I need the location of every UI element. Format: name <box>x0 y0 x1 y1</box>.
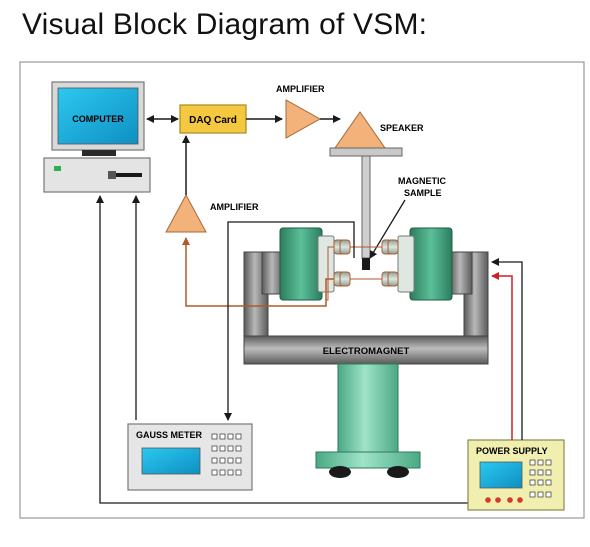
pickup-coils-left <box>333 239 351 287</box>
gauss-meter-display <box>141 447 201 475</box>
pole-left <box>279 227 323 301</box>
magnetic-sample-label-line1: MAGNETIC <box>398 176 446 186</box>
magnet-stand <box>315 363 421 478</box>
daq-card: DAQ Card <box>179 104 247 134</box>
output-amplifier: AMPLIFIER <box>276 84 325 139</box>
stand-base <box>315 451 421 469</box>
power-supply-black-line <box>491 258 523 440</box>
magnetic-sample-label-line2: SAMPLE <box>404 188 442 198</box>
pole-right <box>409 227 453 301</box>
input-amplifier-label: AMPLIFIER <box>210 202 259 212</box>
computer-screen <box>57 87 139 145</box>
power-supply-knobs <box>485 497 523 503</box>
input-amplifier: AMPLIFIER <box>165 193 259 233</box>
sample-rod-crossbar <box>329 147 403 157</box>
power-supply: POWER SUPPLY <box>467 439 565 511</box>
computer-label: COMPUTER <box>72 114 124 124</box>
daq-card-label: DAQ Card <box>189 115 237 126</box>
wheel-left-icon <box>329 466 351 478</box>
gauss-meter: GAUSS METER <box>127 423 253 491</box>
wheel-right-icon <box>387 466 409 478</box>
electromagnet-label: ELECTROMAGNET <box>323 346 410 357</box>
sample-rod <box>361 155 371 259</box>
yoke-bottom-bar <box>243 335 489 365</box>
computer-stand <box>82 150 116 156</box>
speaker-label: SPEAKER <box>380 123 424 133</box>
page-title: Visual Block Diagram of VSM: <box>22 8 428 41</box>
electromagnet: ELECTROMAGNET <box>243 227 489 365</box>
gauss-meter-label: GAUSS METER <box>136 430 203 440</box>
pickup-coils-right <box>381 239 399 287</box>
computer: COMPUTER <box>43 81 151 193</box>
hall-probe-line <box>224 221 355 421</box>
gauss-meter-keypad <box>211 433 242 476</box>
power-to-computer-link <box>96 195 468 504</box>
power-supply-label: POWER SUPPLY <box>476 446 548 456</box>
pickup-signal-line <box>182 237 334 307</box>
magnetic-sample <box>362 258 370 270</box>
disk-drive-icon <box>112 173 142 177</box>
power-supply-display <box>479 461 523 489</box>
power-supply-keypad <box>529 459 552 498</box>
power-supply-red-line <box>491 272 513 440</box>
power-led-icon <box>54 166 61 171</box>
magnetic-sample-pointer <box>369 199 406 259</box>
output-amplifier-label: AMPLIFIER <box>276 84 325 94</box>
